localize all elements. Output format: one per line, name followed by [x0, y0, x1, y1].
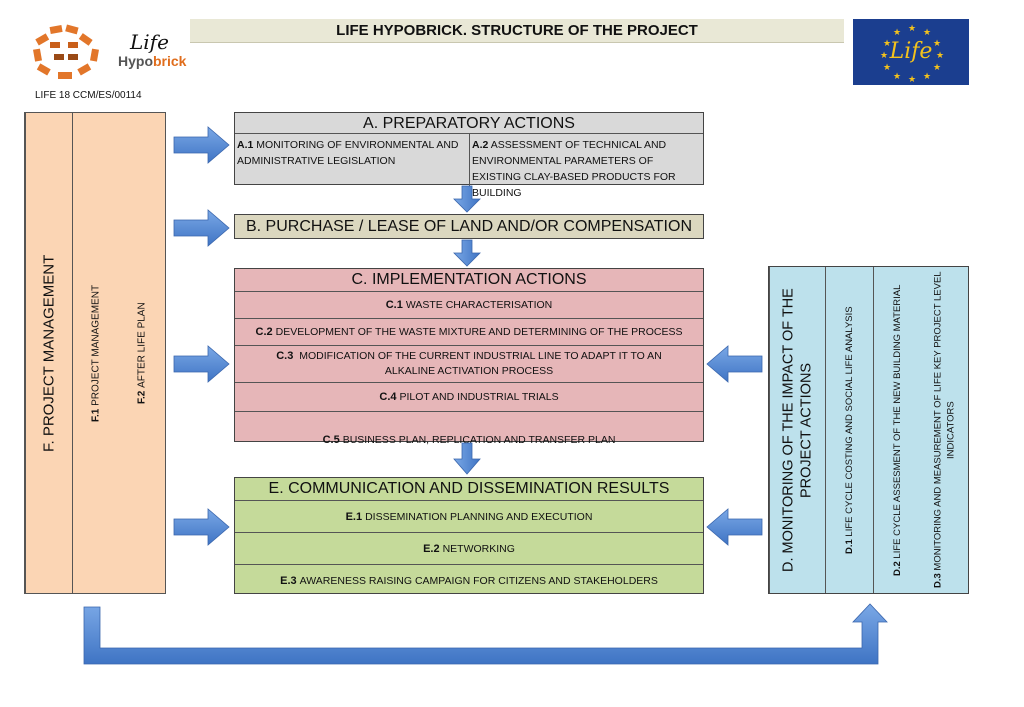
- a2-code: A.2: [472, 139, 489, 151]
- a1-code: A.1: [237, 139, 254, 151]
- svg-text:★: ★: [923, 28, 931, 38]
- d-title: D. MONITORING OF THE IMPACT OF THE PROJE…: [769, 267, 825, 593]
- arrow-down-icon: [453, 239, 481, 267]
- d-title-text: D. MONITORING OF THE IMPACT OF THE PROJE…: [780, 288, 815, 572]
- e3-text: AWARENESS RAISING CAMPAIGN FOR CITIZENS …: [299, 574, 658, 587]
- c2-text: DEVELOPMENT OF THE WASTE MIXTURE AND DET…: [275, 326, 683, 338]
- svg-text:★: ★: [883, 39, 891, 49]
- d3-text: MONITORING AND MEASUREMENT OF LIFE KEY P…: [932, 271, 957, 571]
- svg-text:★: ★: [893, 72, 901, 82]
- c2-code: C.2: [255, 326, 273, 338]
- arrow-right-icon: [173, 508, 230, 546]
- a1-text: MONITORING OF ENVIRONMENTAL AND ADMINIST…: [237, 139, 459, 167]
- svg-text:★: ★: [936, 51, 944, 61]
- arrow-left-icon: [706, 508, 763, 546]
- d1-column: D.1 LIFE CYCLE COSTING AND SOCIAL LIFE A…: [825, 267, 873, 593]
- svg-text:★: ★: [908, 75, 916, 85]
- logo-hypobrick-text: Hypobrick: [118, 53, 186, 69]
- e1-text: DISSEMINATION PLANNING AND EXECUTION: [365, 510, 593, 523]
- a2-text: ASSESSMENT OF TECHNICAL AND ENVIRONMENTA…: [472, 139, 676, 199]
- c1-text: WASTE CHARACTERISATION: [405, 299, 553, 311]
- d-monitoring-box: D. MONITORING OF THE IMPACT OF THE PROJE…: [768, 266, 969, 594]
- svg-text:★: ★: [933, 39, 941, 49]
- arrow-right-icon: [173, 209, 230, 247]
- a-preparatory-actions-box: A. PREPARATORY ACTIONS A.1 MONITORING OF…: [234, 112, 704, 199]
- c3-text: MODIFICATION OF THE CURRENT INDUSTRIAL L…: [299, 350, 662, 377]
- d3-column: D.3 MONITORING AND MEASUREMENT OF LIFE K…: [921, 267, 968, 593]
- c-title: C. IMPLEMENTATION ACTIONS: [351, 271, 587, 288]
- c4-code: C.4: [379, 391, 397, 403]
- c5-code: C.5: [322, 434, 340, 446]
- f-title-text: F. PROJECT MANAGEMENT: [40, 254, 58, 452]
- arrow-left-icon: [706, 345, 763, 383]
- f2-code: F.2: [136, 390, 148, 404]
- f-title: F. PROJECT MANAGEMENT: [25, 113, 72, 593]
- d1-code: D.1: [844, 539, 855, 554]
- svg-text:★: ★: [893, 28, 901, 38]
- page-title: LIFE HYPOBRICK. STRUCTURE OF THE PROJECT: [190, 19, 844, 43]
- f-project-management-panel: F. PROJECT MANAGEMENT F.1 PROJECT MANAGE…: [24, 112, 166, 594]
- c5-text: BUSINESS PLAN, REPLICATION AND TRANSFER …: [342, 434, 616, 446]
- c3-row: C.3 MODIFICATION OF THE CURRENT INDUSTRI…: [235, 345, 703, 382]
- logo-brick-text: brick: [153, 53, 187, 69]
- c1-code: C.1: [385, 299, 403, 311]
- e1-code: E.1: [345, 510, 363, 523]
- c3-code: C.3: [276, 350, 294, 362]
- d2-column: D.2 LIFE CYCLE ASSESMENT OF THE NEW BUIL…: [873, 267, 921, 593]
- b-purchase-box: B. PURCHASE / LEASE OF LAND AND/OR COMPE…: [234, 214, 704, 239]
- f2-column: F.2 AFTER LIFE PLAN: [119, 113, 165, 593]
- logo-hypo-text: Hypo: [118, 53, 153, 69]
- e2-text: NETWORKING: [442, 542, 515, 555]
- e-title: E. COMMUNICATION AND DISSEMINATION RESUL…: [268, 480, 670, 497]
- hypobrick-logo-icon: [33, 24, 99, 79]
- a1-cell: A.1 MONITORING OF ENVIRONMENTAL AND ADMI…: [235, 134, 470, 186]
- hypobrick-logo: [28, 22, 120, 84]
- a2-cell: A.2 ASSESSMENT OF TECHNICAL AND ENVIRONM…: [470, 134, 703, 199]
- eu-life-logo: ★★★ ★★★ ★★★ ★★★: [853, 19, 969, 85]
- d2-text: LIFE CYCLE ASSESMENT OF THE NEW BUILDING…: [892, 284, 903, 559]
- f1-code: F.1: [90, 408, 102, 422]
- f1-text: PROJECT MANAGEMENT: [90, 284, 102, 406]
- e3-code: E.3: [280, 574, 297, 587]
- svg-text:★: ★: [908, 24, 916, 34]
- f2-text: AFTER LIFE PLAN: [136, 302, 148, 388]
- eu-stars-icon: ★★★ ★★★ ★★★ ★★★: [880, 24, 944, 85]
- project-code: LIFE 18 CCM/ES/00114: [35, 90, 142, 101]
- eu-life-text: Life: [889, 39, 933, 64]
- arrow-right-icon: [173, 345, 230, 383]
- e-communication-box: E. COMMUNICATION AND DISSEMINATION RESUL…: [234, 477, 704, 594]
- d1-text: LIFE CYCLE COSTING AND SOCIAL LIFE ANALY…: [844, 306, 855, 537]
- c4-text: PILOT AND INDUSTRIAL TRIALS: [399, 391, 559, 403]
- d3-code: D.3: [932, 573, 944, 589]
- arrow-right-icon: [173, 126, 230, 164]
- e2-code: E.2: [423, 542, 440, 555]
- a-title: A. PREPARATORY ACTIONS: [235, 113, 703, 134]
- logo-life-text: Life: [130, 30, 169, 54]
- svg-text:★: ★: [923, 72, 931, 82]
- f1-column: F.1 PROJECT MANAGEMENT: [72, 113, 119, 593]
- svg-text:★: ★: [880, 51, 888, 61]
- svg-text:★: ★: [883, 63, 891, 73]
- arrow-elbow-icon: [83, 603, 888, 665]
- d2-code: D.2: [892, 560, 903, 576]
- svg-text:★: ★: [933, 63, 941, 73]
